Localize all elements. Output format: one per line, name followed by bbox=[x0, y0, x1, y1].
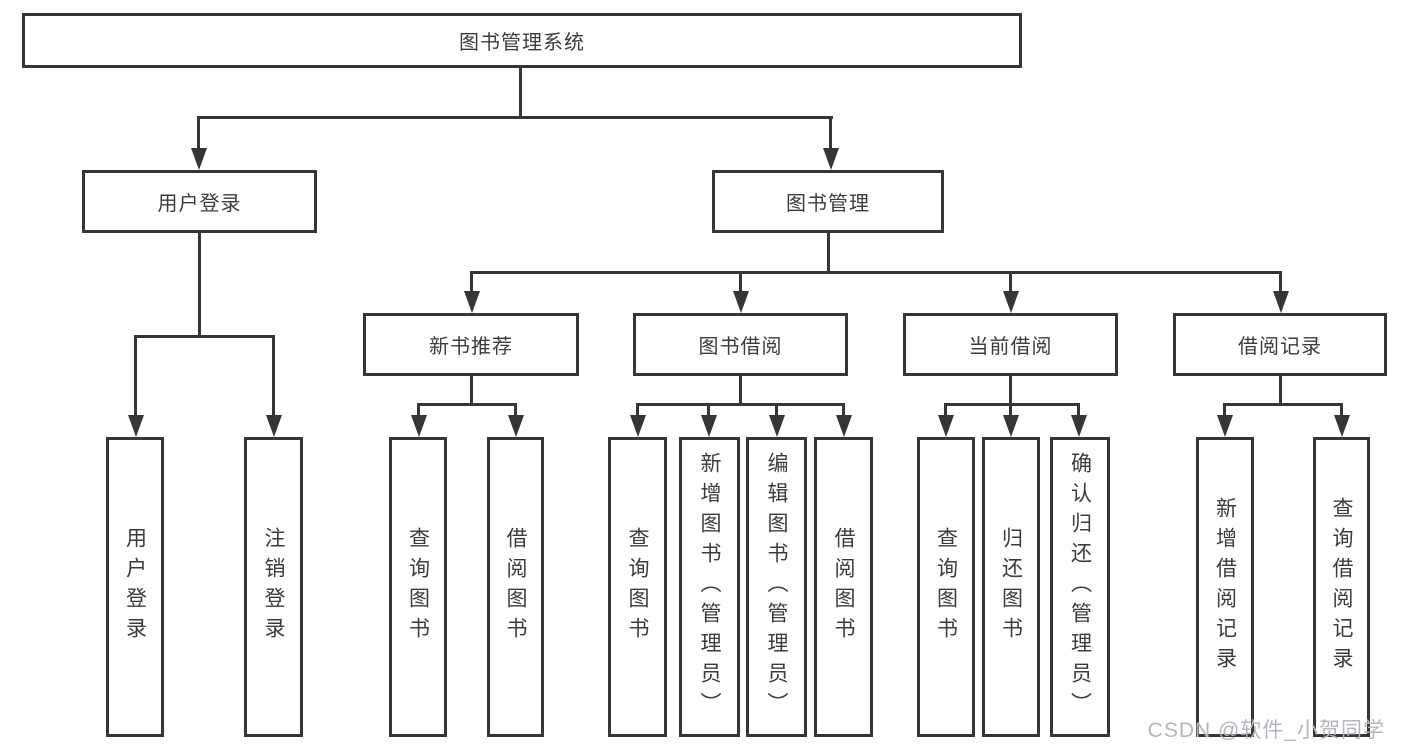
connector-line bbox=[707, 403, 710, 415]
node-borrowing-records: 借阅记录 bbox=[1173, 313, 1387, 376]
leaf-return-books: 归还图书 bbox=[982, 437, 1040, 737]
leaf-add-books-admin: 新增图书（管理员） bbox=[679, 437, 740, 737]
connector-line bbox=[636, 403, 844, 406]
connector-line bbox=[1340, 403, 1343, 415]
leaf-borrow-books-2: 借阅图书 bbox=[814, 437, 873, 737]
connector-line bbox=[842, 403, 845, 415]
connector-line bbox=[739, 271, 742, 291]
arrow-down-icon bbox=[1217, 415, 1233, 437]
connector-line bbox=[470, 376, 473, 405]
leaf-label: 查询图书 bbox=[406, 527, 430, 647]
connector-line bbox=[1077, 403, 1080, 415]
node-current-borrowing: 当前借阅 bbox=[903, 313, 1118, 376]
leaf-user-login: 用户登录 bbox=[106, 437, 164, 737]
node-book-management-branch: 图书管理 bbox=[712, 170, 944, 233]
node-label: 新书推荐 bbox=[429, 336, 513, 358]
node-label: 用户登录 bbox=[157, 193, 242, 215]
arrow-down-icon bbox=[836, 415, 852, 437]
leaf-logout: 注销登录 bbox=[244, 437, 303, 737]
connector-line bbox=[134, 335, 275, 338]
leaf-confirm-return-admin: 确认归还（管理员） bbox=[1050, 437, 1110, 737]
leaf-borrow-books-1: 借阅图书 bbox=[487, 437, 544, 737]
csdn-watermark: CSDN @软件_小贺同学 bbox=[1147, 719, 1385, 742]
connector-line bbox=[1279, 376, 1282, 405]
node-label: 图书管理系统 bbox=[459, 32, 585, 54]
node-label: 借阅记录 bbox=[1238, 336, 1322, 358]
leaf-query-books-3: 查询图书 bbox=[917, 437, 975, 737]
connector-line bbox=[944, 403, 1080, 406]
node-new-book-recommend: 新书推荐 bbox=[363, 313, 579, 376]
connector-line bbox=[519, 68, 522, 118]
leaf-label: 借阅图书 bbox=[504, 527, 527, 647]
node-label: 当前借阅 bbox=[968, 336, 1053, 358]
arrow-down-icon bbox=[1273, 291, 1289, 313]
arrow-down-icon bbox=[411, 415, 427, 437]
node-root-system: 图书管理系统 bbox=[22, 13, 1022, 68]
connector-line bbox=[1223, 403, 1226, 415]
connector-line bbox=[1009, 403, 1012, 415]
connector-line bbox=[636, 403, 639, 415]
leaf-query-borrow-record: 查询借阅记录 bbox=[1313, 437, 1370, 737]
leaf-query-books-2: 查询图书 bbox=[608, 437, 667, 737]
arrow-down-icon bbox=[1071, 415, 1087, 437]
connector-line bbox=[417, 403, 420, 415]
node-label: 图书借阅 bbox=[698, 336, 783, 358]
arrow-down-icon bbox=[464, 291, 480, 313]
arrow-down-icon bbox=[1334, 415, 1350, 437]
connector-line bbox=[1223, 403, 1342, 406]
arrow-down-icon bbox=[701, 415, 717, 437]
connector-line bbox=[197, 116, 200, 148]
leaf-label: 确认归还（管理员） bbox=[1068, 452, 1092, 722]
leaf-add-borrow-record: 新增借阅记录 bbox=[1196, 437, 1254, 737]
arrow-down-icon bbox=[508, 415, 524, 437]
leaf-label: 编辑图书（管理员） bbox=[765, 452, 788, 722]
connector-line bbox=[829, 116, 832, 148]
connector-line bbox=[775, 403, 778, 415]
connector-line bbox=[197, 116, 833, 119]
connector-line bbox=[944, 403, 947, 415]
arrow-down-icon bbox=[733, 291, 749, 313]
connector-line bbox=[1279, 271, 1282, 291]
arrow-down-icon bbox=[823, 148, 839, 170]
leaf-label: 注销登录 bbox=[262, 527, 285, 647]
connector-line bbox=[134, 335, 137, 415]
connector-line bbox=[739, 376, 742, 405]
arrow-down-icon bbox=[1003, 415, 1019, 437]
connector-line bbox=[417, 403, 517, 406]
leaf-label: 查询图书 bbox=[934, 527, 958, 647]
connector-line bbox=[470, 271, 473, 291]
leaf-label: 归还图书 bbox=[999, 527, 1023, 647]
arrow-down-icon bbox=[630, 415, 646, 437]
connector-line bbox=[514, 403, 517, 415]
arrow-down-icon bbox=[266, 415, 282, 437]
arrow-down-icon bbox=[1003, 291, 1019, 313]
node-user-login-branch: 用户登录 bbox=[82, 170, 317, 233]
node-label: 图书管理 bbox=[786, 193, 870, 215]
connector-line bbox=[470, 271, 1282, 274]
leaf-label: 新增借阅记录 bbox=[1213, 497, 1237, 677]
arrow-down-icon bbox=[938, 415, 954, 437]
leaf-label: 新增图书（管理员） bbox=[698, 452, 721, 722]
connector-line bbox=[1009, 271, 1012, 291]
arrow-down-icon bbox=[769, 415, 785, 437]
arrow-down-icon bbox=[191, 148, 207, 170]
leaf-label: 用户登录 bbox=[123, 527, 147, 647]
leaf-query-books-1: 查询图书 bbox=[389, 437, 447, 737]
leaf-label: 查询图书 bbox=[626, 527, 649, 647]
leaf-label: 借阅图书 bbox=[832, 527, 855, 647]
connector-line bbox=[272, 335, 275, 415]
leaf-label: 查询借阅记录 bbox=[1330, 497, 1353, 677]
connector-line bbox=[198, 233, 201, 337]
connector-line bbox=[1009, 376, 1012, 405]
arrow-down-icon bbox=[128, 415, 144, 437]
leaf-edit-books-admin: 编辑图书（管理员） bbox=[746, 437, 807, 737]
connector-line bbox=[827, 233, 830, 273]
node-book-borrowing: 图书借阅 bbox=[633, 313, 848, 376]
